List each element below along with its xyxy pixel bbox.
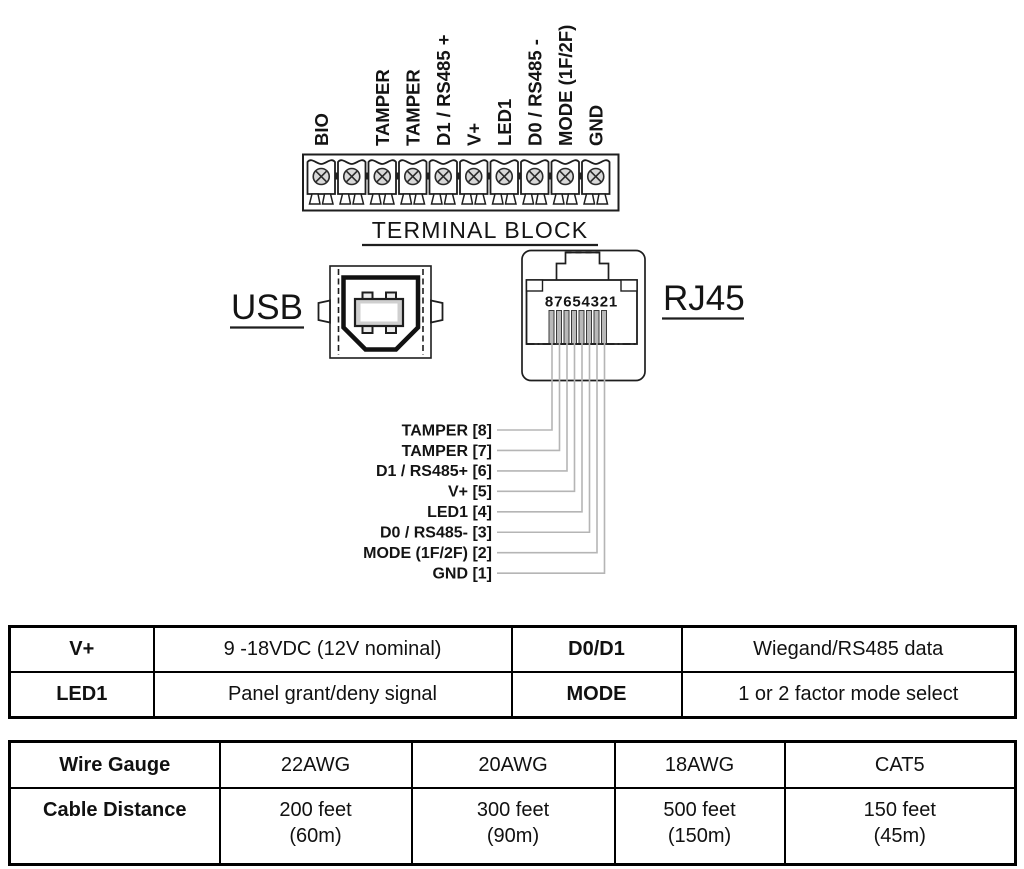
distance-cell: 300 feet (90m) — [410, 787, 616, 866]
rj45-connector-icon: 87654321 — [521, 249, 646, 382]
wire-label: LED1 [4] — [427, 504, 492, 521]
wire — [497, 343, 606, 574]
cable-header: Cable Distance — [8, 787, 221, 866]
terminal-cell — [520, 159, 552, 205]
signal-value: Panel grant/deny signal — [152, 671, 513, 719]
wire-label: GND [1] — [432, 565, 492, 582]
gauge-cell: 18AWG — [613, 740, 786, 789]
terminal-label: LED1 — [494, 99, 515, 146]
distance-meters: (90m) — [486, 825, 540, 848]
signal-key: LED1 — [8, 671, 155, 719]
terminal-cell — [489, 159, 521, 205]
terminal-label: D0 / RS485 - — [524, 39, 545, 146]
wire-label: TAMPER [8] — [402, 422, 492, 439]
distance-feet: 150 feet — [863, 799, 936, 821]
wiring-diagram: BIO TAMPER TAMPER D1 / RS485 + V+ LED1 D0 / RS… — [230, 25, 745, 582]
wire — [497, 343, 553, 431]
terminal-label: BIO — [311, 113, 332, 146]
gauge-cell: CAT5 — [783, 740, 1017, 789]
terminal-pin-labels: BIO TAMPER TAMPER D1 / RS485 + V+ LED1 D0 / RS… — [311, 25, 607, 146]
terminal-cell — [306, 159, 338, 205]
terminal-label: D1 / RS485 + — [433, 34, 454, 146]
rj45-pin — [586, 310, 592, 344]
distance-meters: (60m) — [289, 825, 342, 848]
rj45-pin — [578, 310, 585, 344]
wire — [497, 343, 583, 513]
cable-header: Wire Gauge — [8, 740, 221, 789]
terminal-label: GND — [585, 105, 606, 146]
signal-key: MODE — [510, 671, 683, 719]
terminal-label: TAMPER — [372, 69, 393, 146]
distance-meters: (150m) — [667, 825, 732, 848]
rj45-pin — [548, 310, 555, 344]
wire-label: TAMPER [7] — [402, 443, 492, 460]
rj45-pin-numbers: 87654321 — [545, 294, 618, 311]
wire-label: V+ [5] — [448, 484, 492, 501]
wire-label: D0 / RS485- [3] — [380, 525, 492, 542]
signal-value: 1 or 2 factor mode select — [680, 671, 1017, 719]
wire — [497, 343, 576, 493]
distance-cell: 500 feet (150m) — [613, 787, 786, 866]
gauge-cell: 22AWG — [218, 740, 413, 789]
wire — [497, 343, 568, 472]
rj45-label: RJ45 — [662, 279, 745, 320]
gauge-cell: 20AWG — [410, 740, 616, 789]
wire — [497, 343, 561, 452]
usb-label-text: USB — [231, 288, 303, 327]
rj45-wires — [497, 343, 606, 574]
terminal-block-icon — [302, 153, 620, 212]
distance-feet: 500 feet — [663, 799, 736, 821]
rj45-wire-labels: TAMPER [8] TAMPER [7] D1 / RS485+ [6] V+ [5… — [363, 422, 492, 582]
table-row: Wire Gauge 22AWG 20AWG 18AWG CAT5 — [8, 740, 1017, 789]
table-row: V+ 9 -18VDC (12V nominal) D0/D1 Wiegand/… — [8, 625, 1017, 673]
distance-feet: 200 feet — [279, 799, 352, 821]
signal-value: 9 -18VDC (12V nominal) — [152, 625, 513, 673]
signal-key: D0/D1 — [510, 625, 683, 673]
terminal-cell — [550, 159, 582, 205]
terminal-label: V+ — [463, 123, 484, 146]
usb-connector-icon — [317, 265, 444, 359]
terminal-label: MODE (1F/2F) — [555, 25, 576, 146]
signal-key: V+ — [8, 625, 155, 673]
wire — [497, 343, 591, 534]
usb-label: USB — [230, 288, 304, 329]
terminal-block-title: TERMINAL BLOCK — [362, 217, 598, 247]
terminal-cell — [337, 159, 369, 205]
terminal-cell — [581, 159, 611, 205]
rj45-pin — [601, 310, 607, 344]
distance-cell: 150 feet (45m) — [783, 787, 1017, 866]
rj45-pin — [571, 310, 577, 344]
rj45-pin — [593, 310, 600, 344]
terminal-cell — [428, 159, 460, 205]
cable-table: Wire Gauge 22AWG 20AWG 18AWG CAT5 Cable … — [8, 740, 1017, 866]
wire-label: D1 / RS485+ [6] — [376, 463, 492, 480]
rj45-pin — [563, 310, 570, 344]
terminal-block-title-text: TERMINAL BLOCK — [372, 217, 589, 243]
table-row: LED1 Panel grant/deny signal MODE 1 or 2… — [8, 671, 1017, 719]
distance-meters: (45m) — [873, 825, 926, 848]
table-row: Cable Distance 200 feet (60m) 300 feet (… — [8, 787, 1017, 866]
terminal-cell — [398, 159, 430, 205]
terminal-label: TAMPER — [402, 69, 423, 146]
signal-table: V+ 9 -18VDC (12V nominal) D0/D1 Wiegand/… — [8, 625, 1017, 719]
signal-value: Wiegand/RS485 data — [680, 625, 1017, 673]
rj45-label-text: RJ45 — [663, 279, 745, 318]
rj45-pin — [556, 310, 562, 344]
terminal-cell — [459, 159, 491, 205]
wire — [497, 343, 598, 554]
distance-feet: 300 feet — [476, 799, 550, 821]
distance-cell: 200 feet (60m) — [218, 787, 413, 866]
terminal-cell — [367, 159, 399, 205]
wire-label: MODE (1F/2F) [2] — [363, 545, 492, 562]
